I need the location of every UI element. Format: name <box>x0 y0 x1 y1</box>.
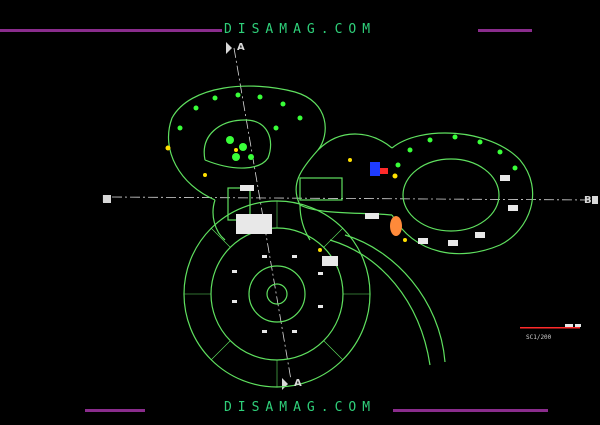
furniture-item <box>500 175 510 181</box>
section-axes <box>111 47 591 381</box>
furniture-item <box>262 330 267 333</box>
section-axis-horizontal <box>111 196 591 201</box>
rotunda-core <box>248 265 306 323</box>
furniture-item <box>292 330 297 333</box>
tree <box>226 136 234 144</box>
furniture-item <box>475 232 485 238</box>
section-arrow-left <box>103 195 111 203</box>
section-arrow-right <box>592 196 598 204</box>
furniture-item <box>236 214 272 234</box>
furniture-item <box>292 255 297 258</box>
tree <box>280 101 286 107</box>
right-ring-outer <box>391 132 534 255</box>
watermark-top: DISAMAG.COM <box>223 22 377 37</box>
section-arrow-bottom <box>282 378 288 390</box>
spoke <box>323 340 344 361</box>
spoke <box>210 340 231 361</box>
scale-bar-segment <box>575 324 581 327</box>
tree <box>232 153 240 161</box>
furniture-item <box>232 270 237 273</box>
section-marker-top: A <box>237 42 245 53</box>
central-link <box>299 133 393 216</box>
tree <box>248 154 254 160</box>
section-arrow-top <box>226 42 232 54</box>
watermark-bottom: DISAMAG.COM <box>223 400 377 415</box>
fixture <box>234 148 238 152</box>
furniture-item <box>318 272 323 275</box>
bottom-left-bar <box>85 409 145 412</box>
tree <box>193 105 199 111</box>
section-marker-left: B <box>102 194 110 205</box>
top-right-bar <box>478 29 532 32</box>
blue-fixture <box>370 162 380 176</box>
red-fixture <box>380 168 388 174</box>
furniture-item <box>508 205 518 211</box>
tree <box>395 162 401 168</box>
spoke <box>210 227 231 248</box>
fixture <box>403 238 407 242</box>
furniture-item <box>240 185 254 191</box>
furniture-item <box>232 300 237 303</box>
tree <box>427 137 433 143</box>
rotunda-center <box>266 283 288 305</box>
red-feature <box>390 216 402 236</box>
spoke <box>323 227 344 248</box>
scale-label: SC1/200 <box>526 334 552 341</box>
right-ring-inner <box>402 158 500 232</box>
tree <box>477 139 483 145</box>
tree <box>239 143 247 151</box>
tree <box>273 125 279 131</box>
trees <box>177 92 518 171</box>
furniture-item <box>318 305 323 308</box>
furniture-item <box>322 256 338 266</box>
tree <box>177 125 183 131</box>
highlight-fixtures <box>165 145 407 252</box>
fixture <box>165 145 171 151</box>
tree <box>235 92 241 98</box>
color-accents <box>370 162 402 236</box>
top-left-bar <box>0 29 222 32</box>
tree <box>452 134 458 140</box>
fixture <box>318 248 322 252</box>
lower-left-connector <box>212 199 311 241</box>
scale-bar <box>520 324 581 329</box>
upper-left-wing-inner <box>203 119 272 169</box>
outer-sweep-arc <box>329 234 446 366</box>
furniture-item <box>365 213 379 219</box>
scale-bar-line <box>520 327 580 329</box>
tree <box>407 147 413 153</box>
scale-bar-segment <box>565 324 573 327</box>
tree <box>297 115 303 121</box>
furniture <box>232 175 518 333</box>
section-marker-bottom: A <box>294 378 302 389</box>
tree <box>512 165 518 171</box>
fixture <box>348 158 352 162</box>
furniture-item <box>448 240 458 246</box>
rotunda-spokes <box>184 201 370 387</box>
tree <box>497 149 503 155</box>
furniture-item <box>418 238 428 244</box>
section-marker-right: B <box>584 195 592 206</box>
fixture <box>203 173 207 177</box>
fixture <box>392 173 398 179</box>
tree <box>212 95 218 101</box>
entrance-block <box>299 177 343 201</box>
bottom-right-bar <box>393 409 548 412</box>
tree <box>257 94 263 100</box>
rotunda-ring <box>210 227 344 361</box>
furniture-item <box>262 255 267 258</box>
